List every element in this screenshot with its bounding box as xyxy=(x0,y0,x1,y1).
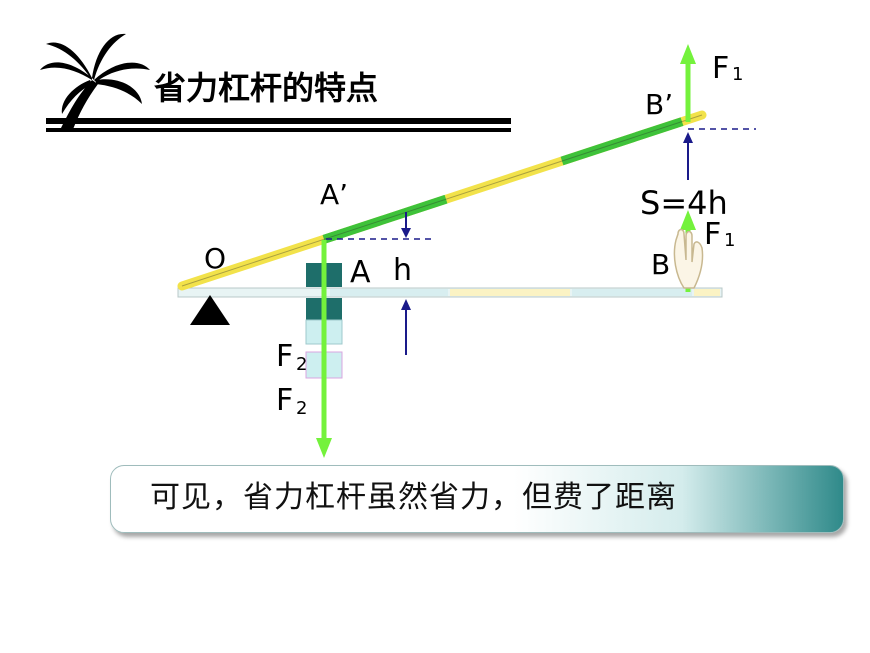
label-f2-a: F xyxy=(276,339,293,374)
h-arrow-top xyxy=(401,212,411,238)
lever-horizontal xyxy=(177,287,723,298)
s-arrow xyxy=(683,132,693,180)
label-b: B xyxy=(651,248,670,281)
conclusion-text: 可见，省力杠杆虽然省力，但费了距离 xyxy=(150,480,677,515)
label-b-prime: B’ xyxy=(645,88,673,121)
svg-text:省力杠杆的特点: 省力杠杆的特点 xyxy=(154,69,378,107)
label-f2-a-sub: 2 xyxy=(296,354,307,375)
label-f2-b: F xyxy=(276,383,293,418)
title-text: 省力杠杆的特点 省力杠杆的特点 xyxy=(151,66,381,110)
f1-arrow-top xyxy=(680,44,696,122)
label-f2-b-sub: 2 xyxy=(296,398,307,419)
svg-text:省力杠杆的特点: 省力杠杆的特点 xyxy=(154,69,378,107)
label-f1-low-sub: 1 xyxy=(724,230,735,251)
label-h: h xyxy=(393,253,412,288)
label-f1-top-sub: 1 xyxy=(732,64,743,85)
label-s-distance: S=4h xyxy=(640,184,728,222)
label-f1-top: F xyxy=(712,51,729,86)
label-a-prime: A’ xyxy=(320,178,348,211)
label-fulcrum-o: O xyxy=(204,242,226,275)
f2-arrow xyxy=(316,240,332,458)
label-a: A xyxy=(350,255,371,290)
hand-icon xyxy=(673,228,704,289)
palm-tree-logo xyxy=(40,33,511,132)
h-arrow-bottom xyxy=(401,299,411,355)
lever-tilted xyxy=(177,110,707,291)
label-f1-low: F xyxy=(704,217,721,252)
conclusion-banner xyxy=(110,465,844,533)
fulcrum-triangle xyxy=(190,295,230,325)
